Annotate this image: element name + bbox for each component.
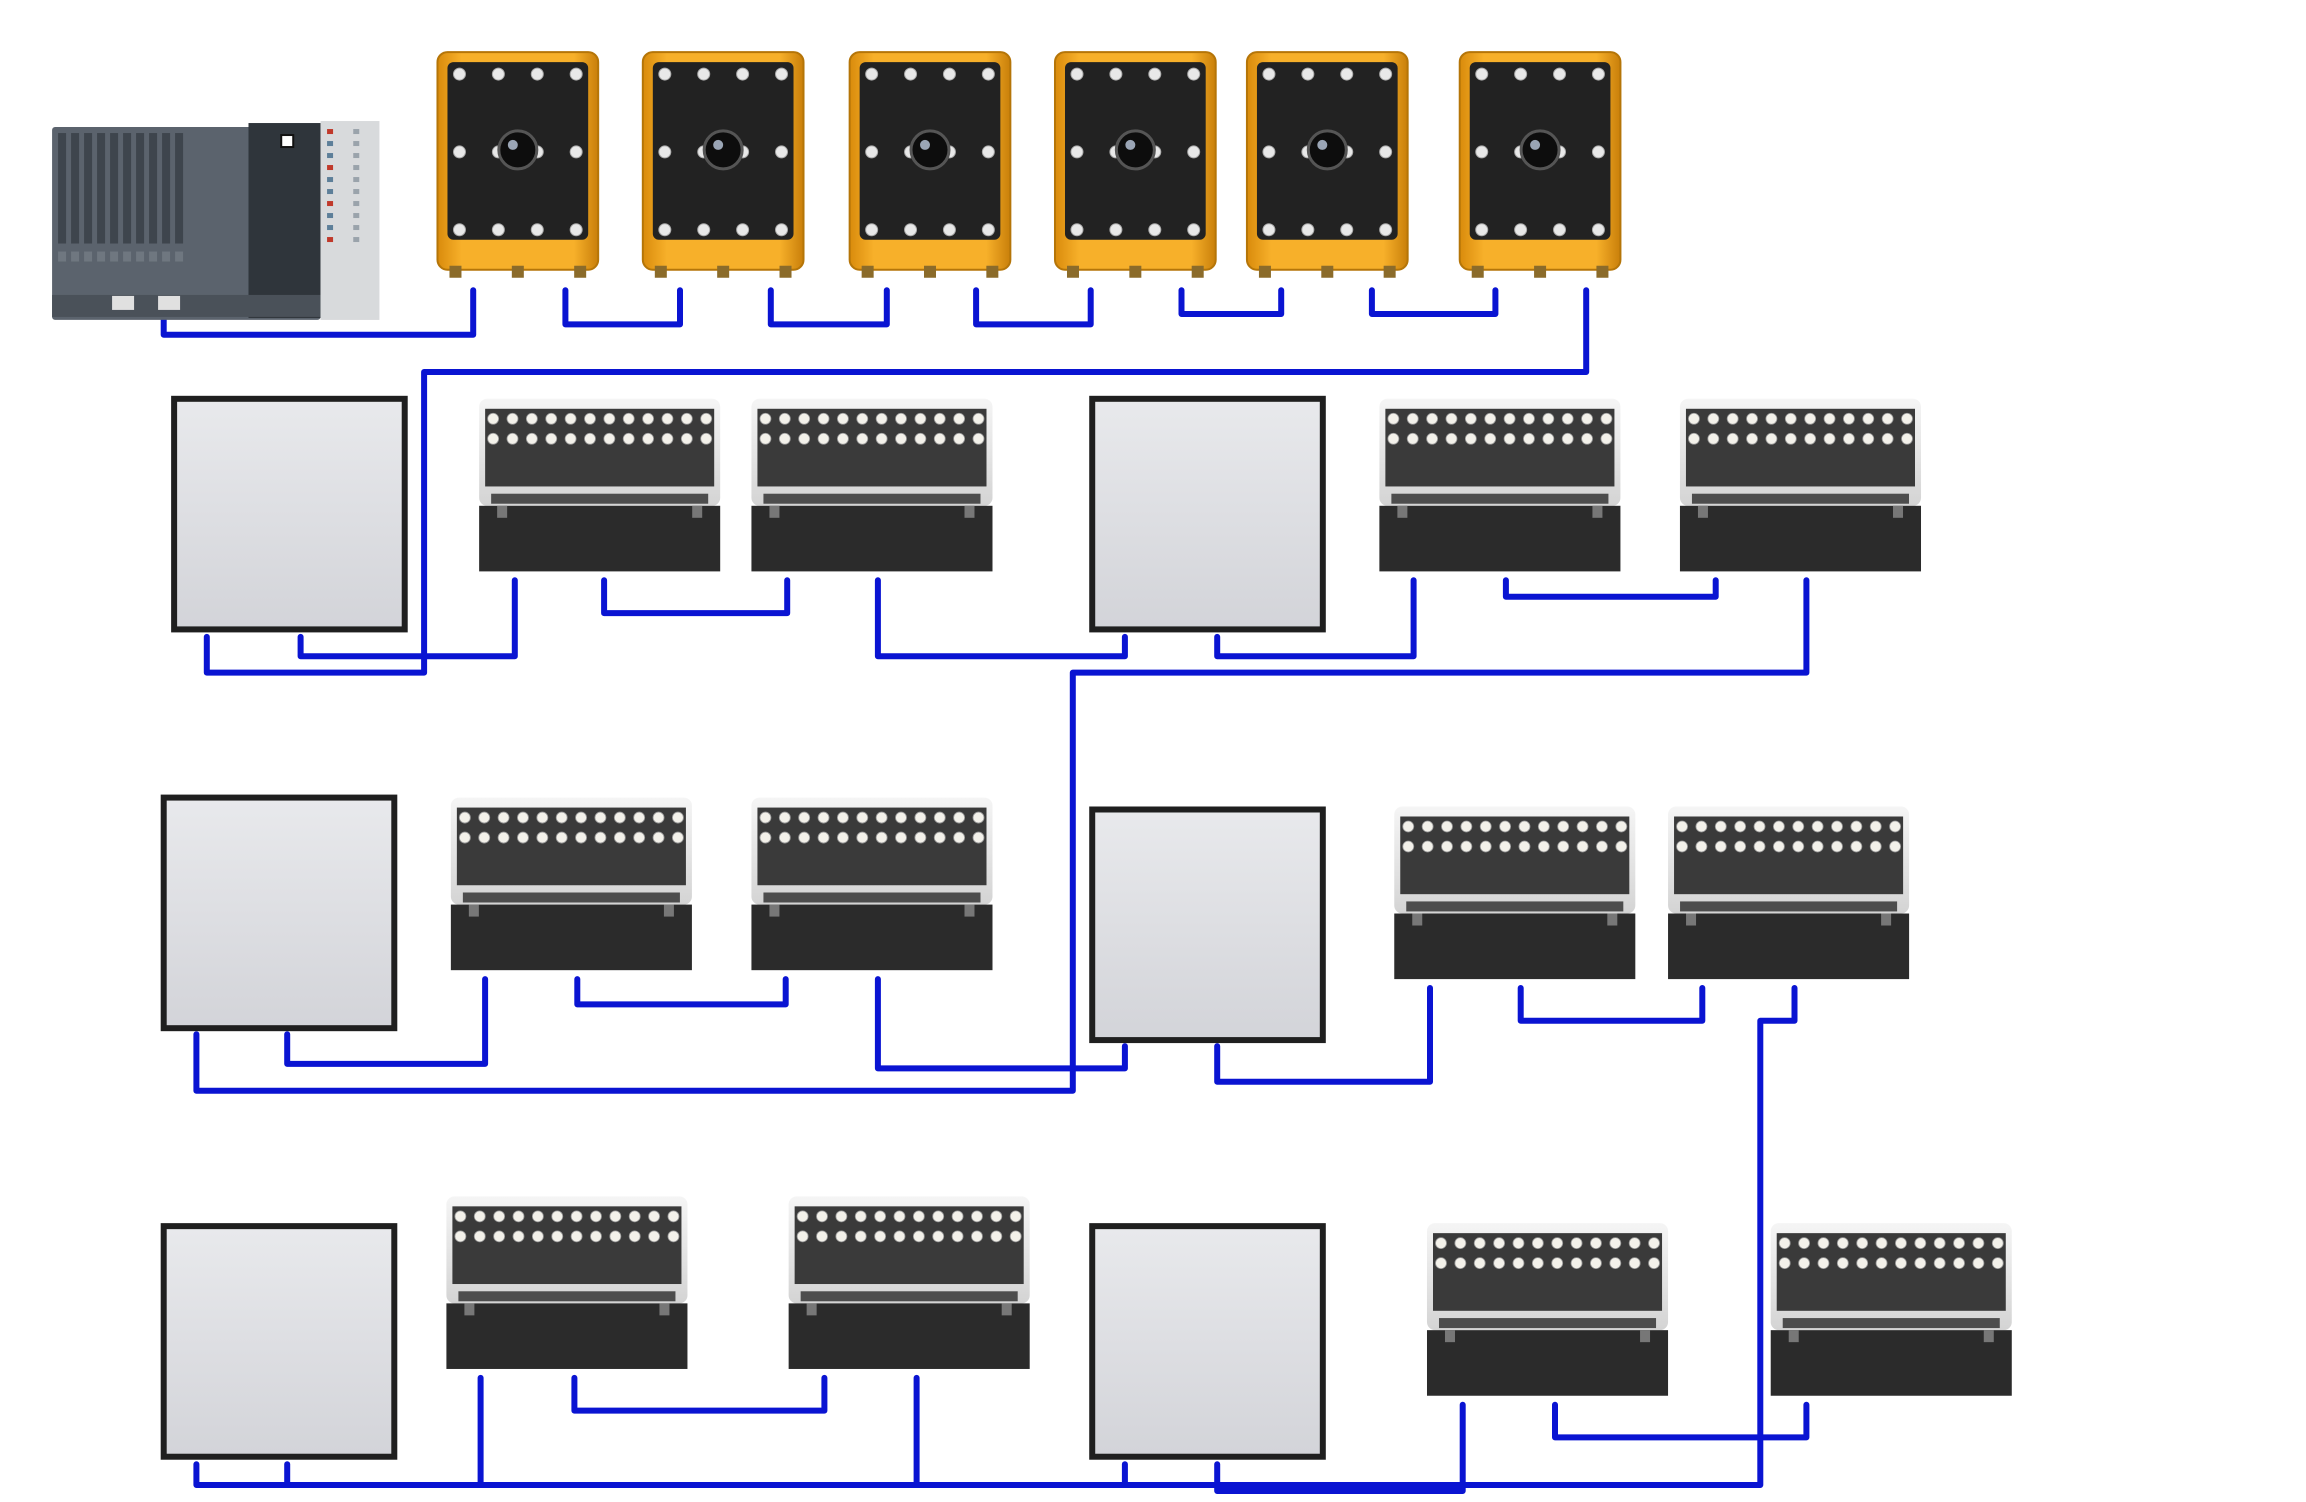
backlight-panel-icon xyxy=(160,1223,398,1460)
led-spotlight-icon xyxy=(450,797,692,971)
backlight-panel-icon xyxy=(1089,395,1326,633)
wire-path xyxy=(1517,985,1706,1024)
wire-path xyxy=(574,976,789,1008)
wire-path xyxy=(297,577,518,660)
smart-camera-icon xyxy=(848,51,1012,278)
plc-controller-icon xyxy=(52,121,380,320)
smart-camera-icon xyxy=(641,51,805,278)
smart-camera-icon xyxy=(1458,51,1622,278)
led-spotlight-icon xyxy=(1679,398,1922,572)
devices-layer xyxy=(52,51,2012,1460)
smart-camera-icon xyxy=(1053,51,1217,278)
wire-path xyxy=(562,287,683,328)
row-0 xyxy=(52,51,1622,320)
led-spotlight-icon xyxy=(446,1196,688,1369)
led-spotlight-icon xyxy=(1770,1223,2012,1396)
wire-path xyxy=(1214,985,1433,1085)
wire-path xyxy=(973,287,1094,328)
led-spotlight-icon xyxy=(1379,398,1621,572)
smart-camera-icon xyxy=(1245,51,1409,278)
row-1 xyxy=(171,395,1922,633)
backlight-panel-icon xyxy=(160,794,398,1032)
backlight-panel-icon xyxy=(1089,1223,1326,1460)
wire-path xyxy=(203,287,1590,676)
wire-path xyxy=(1552,1401,1810,1441)
wire-path xyxy=(767,287,890,328)
wire-path xyxy=(1178,287,1285,317)
wire-path xyxy=(1502,577,1719,600)
row-3 xyxy=(160,1196,2012,1460)
row-2 xyxy=(160,794,1910,1044)
smart-camera-icon xyxy=(436,51,600,278)
led-spotlight-icon xyxy=(1668,806,1910,980)
backlight-panel-icon xyxy=(171,395,408,633)
led-spotlight-icon xyxy=(788,1196,1030,1369)
wire-path xyxy=(284,976,489,1067)
led-spotlight-icon xyxy=(1426,1223,1669,1396)
wire-path xyxy=(1214,577,1417,660)
wire-path xyxy=(1368,287,1499,317)
wire-path xyxy=(601,577,791,617)
wire-path xyxy=(874,577,1128,660)
wire-path xyxy=(193,577,1810,1094)
wire-path xyxy=(874,976,1128,1072)
led-spotlight-icon xyxy=(1394,806,1636,980)
led-spotlight-icon xyxy=(751,797,993,971)
led-spotlight-icon xyxy=(479,398,721,572)
wire-path xyxy=(1214,1401,1466,1494)
wire-path xyxy=(571,1374,828,1414)
led-spotlight-icon xyxy=(751,398,993,572)
backlight-panel-icon xyxy=(1089,806,1326,1044)
wiring-lines xyxy=(160,287,1810,1494)
wire-path xyxy=(193,985,1798,1488)
